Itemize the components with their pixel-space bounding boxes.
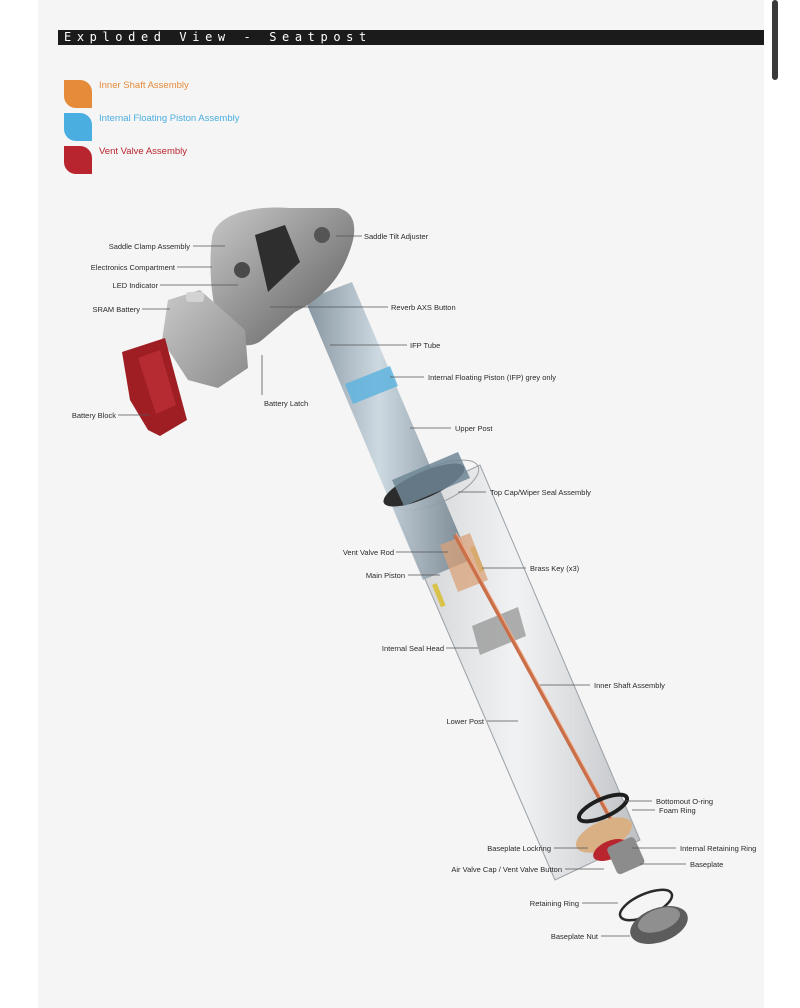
callout-internal-floating-piston: Internal Floating Piston (IFP) grey only bbox=[428, 373, 556, 382]
legend-label-vent-valve: Vent Valve Assembly bbox=[99, 146, 188, 157]
callout-baseplate-lockring: Baseplate Lockring bbox=[487, 844, 551, 853]
callout-air-valve-cap: Air Valve Cap / Vent Valve Button bbox=[451, 865, 562, 874]
callout-reverb-axs-button: Reverb AXS Button bbox=[391, 303, 456, 312]
callout-main-piston: Main Piston bbox=[366, 571, 405, 580]
callout-vent-valve-rod: Vent Valve Rod bbox=[343, 548, 394, 557]
leader-lines bbox=[118, 235, 686, 937]
internal-seal-head-part bbox=[472, 607, 526, 655]
callout-brass-key: Brass Key (x3) bbox=[530, 564, 580, 573]
callout-saddle-clamp-assembly: Saddle Clamp Assembly bbox=[109, 242, 191, 251]
bottomout-oring-part bbox=[576, 792, 630, 824]
scrollbar[interactable] bbox=[772, 0, 778, 80]
legend-swatch-ifp bbox=[64, 113, 92, 141]
callout-lower-post: Lower Post bbox=[446, 717, 484, 726]
callout-saddle-tilt-adjuster: Saddle Tilt Adjuster bbox=[364, 232, 429, 241]
upper-post-part bbox=[305, 282, 470, 580]
callout-bottomout-oring: Bottomout O-ring bbox=[656, 797, 713, 806]
legend-label-inner-shaft: Inner Shaft Assembly bbox=[99, 80, 189, 91]
callout-inner-shaft-assembly: Inner Shaft Assembly bbox=[594, 681, 665, 690]
callout-battery-latch: Battery Latch bbox=[264, 399, 308, 408]
legend-swatch-inner-shaft bbox=[64, 80, 92, 108]
callout-battery-block: Battery Block bbox=[72, 411, 116, 420]
callout-top-cap-wiper-seal: Top Cap/Wiper Seal Assembly bbox=[490, 488, 591, 497]
baseplate-nut-part bbox=[630, 906, 688, 944]
callout-ifp-tube: IFP Tube bbox=[410, 341, 440, 350]
inner-shaft-part bbox=[453, 532, 627, 846]
battery-block-part bbox=[122, 338, 187, 436]
callout-electronics-compartment: Electronics Compartment bbox=[91, 263, 176, 272]
callout-baseplate-nut: Baseplate Nut bbox=[551, 932, 599, 941]
ifp-piston-part bbox=[345, 366, 398, 404]
saddle-clamp-head-part bbox=[210, 207, 355, 346]
page-title: Exploded View - Seatpost bbox=[64, 30, 372, 44]
sram-battery-part bbox=[162, 290, 248, 388]
legend-label-ifp: Internal Floating Piston Assembly bbox=[99, 113, 240, 124]
callout-upper-post: Upper Post bbox=[455, 424, 493, 433]
top-cap-part bbox=[383, 452, 470, 507]
title-bar: Exploded View - Seatpost bbox=[58, 30, 764, 45]
callout-baseplate: Baseplate bbox=[690, 860, 723, 869]
baseplate-part bbox=[607, 837, 645, 875]
callout-internal-retaining-ring: Internal Retaining Ring bbox=[680, 844, 756, 853]
callout-foam-ring: Foam Ring bbox=[659, 806, 696, 815]
callout-sram-battery: SRAM Battery bbox=[92, 305, 140, 314]
legend-swatch-vent-valve bbox=[64, 146, 92, 174]
callout-led-indicator: LED Indicator bbox=[113, 281, 159, 290]
callout-internal-seal-head: Internal Seal Head bbox=[382, 644, 444, 653]
callout-retaining-ring: Retaining Ring bbox=[530, 899, 579, 908]
